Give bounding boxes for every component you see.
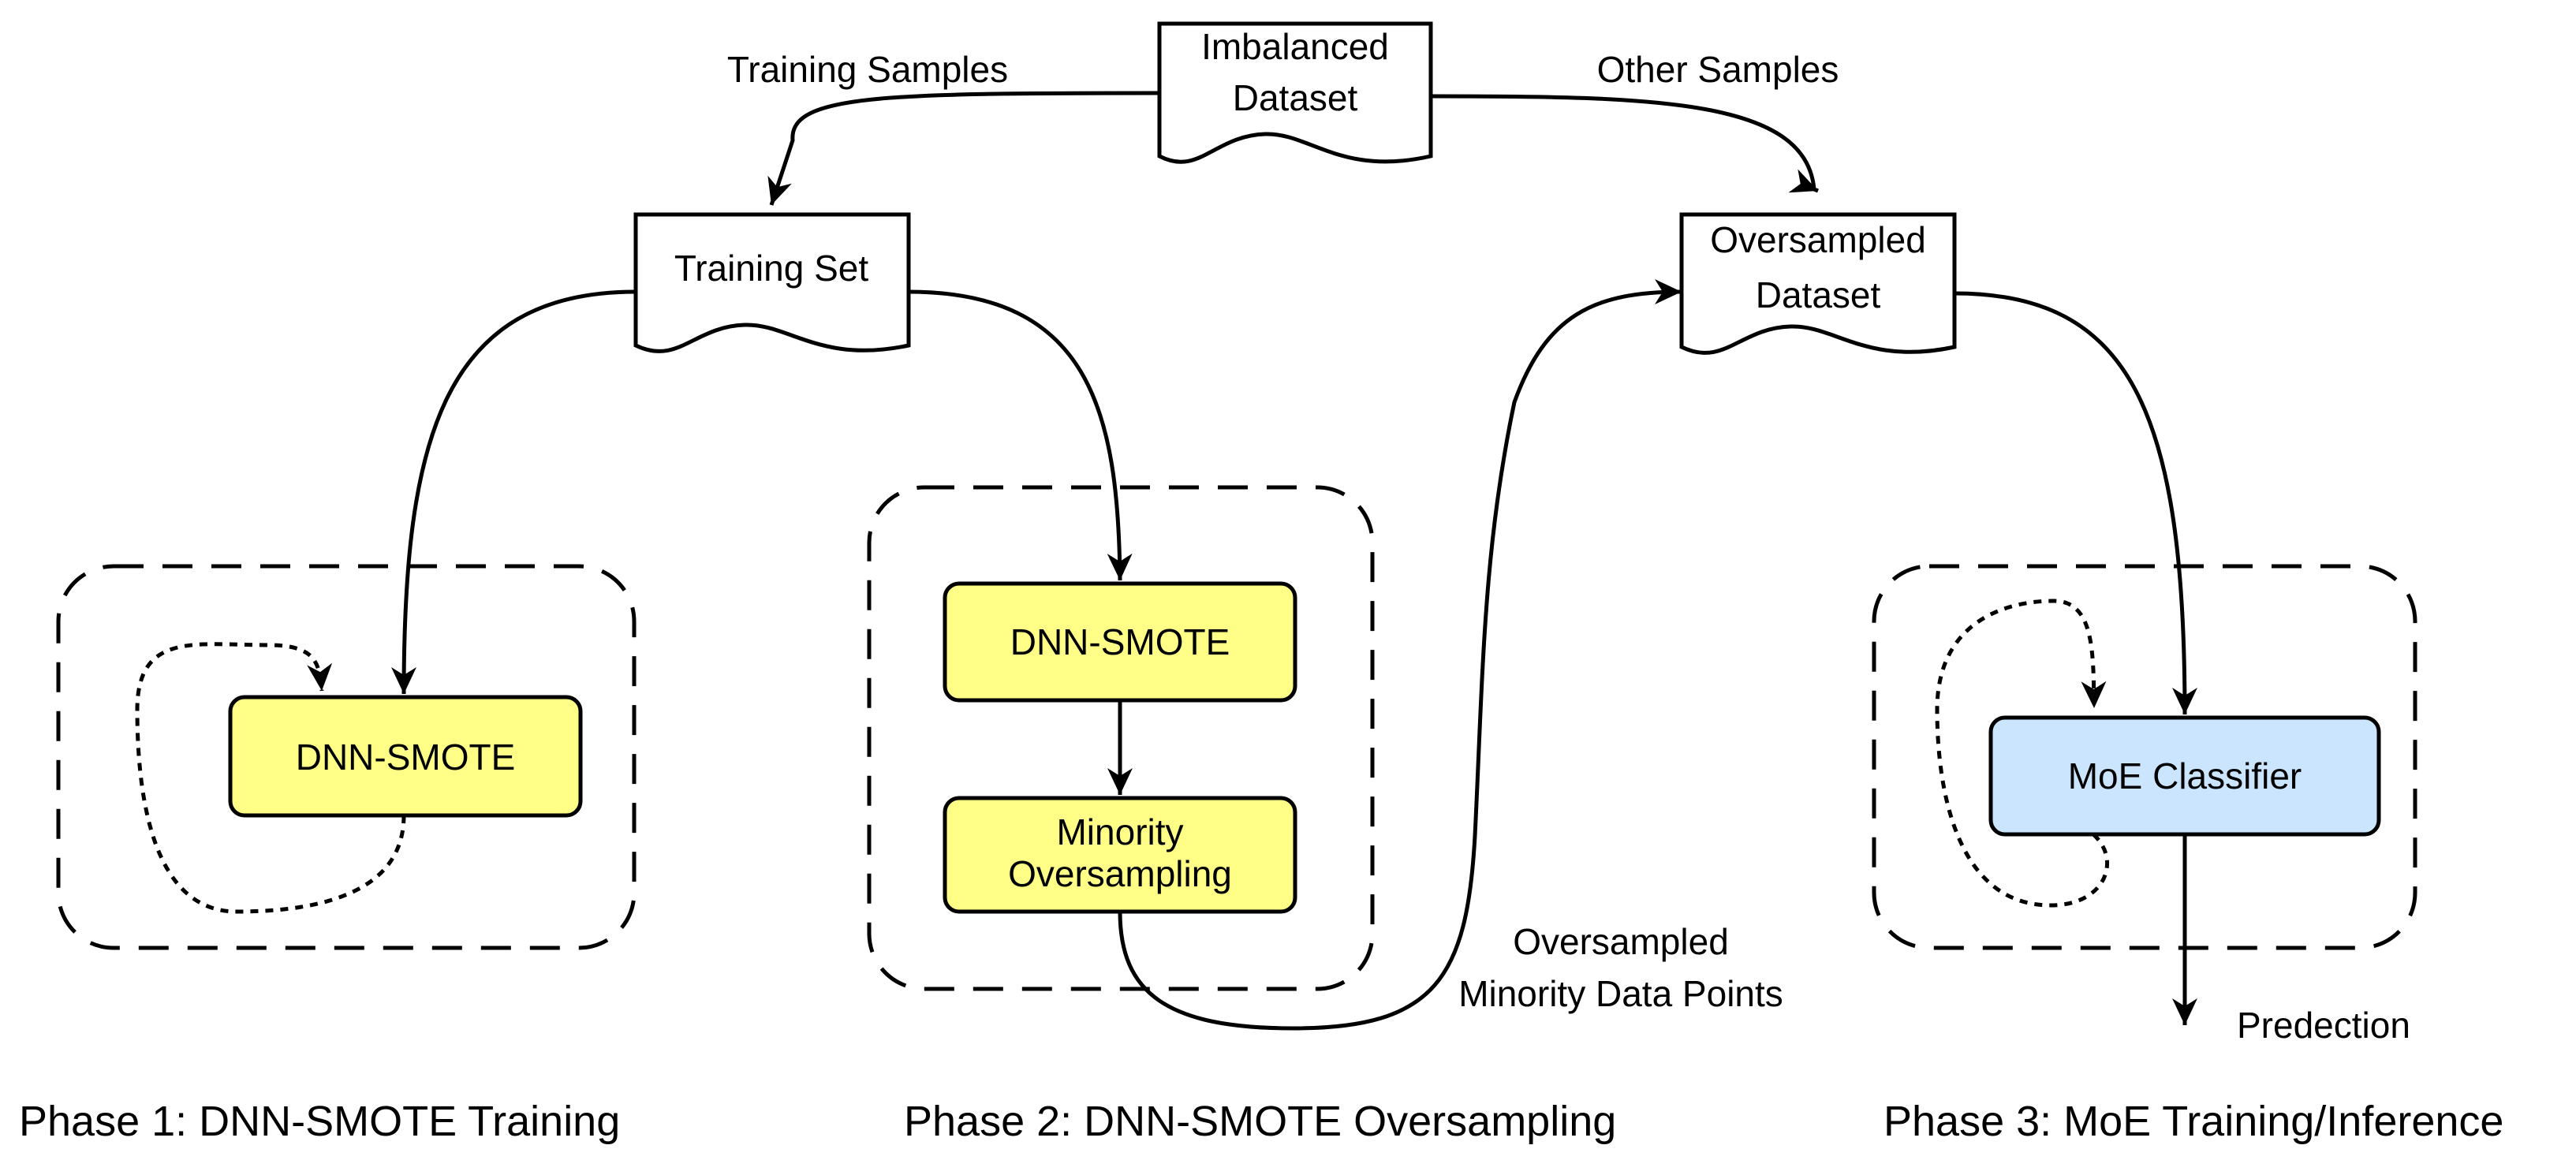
- training-set-node: Training Set: [633, 212, 911, 353]
- loop-phase3-dotted: [1935, 599, 2109, 908]
- edge-oversampled-dataset-to-moe: [1954, 291, 2197, 715]
- minority-oversampling-node: Minority Oversampling: [943, 796, 1297, 914]
- phase1-group: [56, 564, 637, 950]
- edge-training-set-to-phase1: [391, 289, 637, 695]
- prediction-label: Predection: [2237, 1005, 2410, 1046]
- phase2-caption: Phase 2: DNN-SMOTE Oversampling: [904, 1098, 1616, 1145]
- moe-classifier-label: MoE Classifier: [2068, 755, 2302, 796]
- imbalanced-dataset-label-1: Imbalanced: [1201, 26, 1389, 67]
- dnn-smote-phase1-label: DNN-SMOTE: [296, 737, 516, 778]
- training-samples-label: Training Samples: [727, 49, 1008, 90]
- moe-classifier-node: MoE Classifier: [1988, 715, 2381, 837]
- edge-imbalanced-to-training-set: [767, 91, 1160, 206]
- edge-imbalanced-to-oversampled-dataset: [1430, 94, 1819, 193]
- training-set-label: Training Set: [674, 248, 869, 289]
- phase3-caption: Phase 3: MoE Training/Inference: [1883, 1098, 2503, 1145]
- imbalanced-dataset-label-2: Dataset: [1233, 77, 1358, 118]
- minority-oversampling-label-2: Oversampling: [1008, 853, 1232, 894]
- edge-minority-to-oversampled-dataset: [1118, 279, 1682, 1031]
- oversampled-minority-label-2: Minority Data Points: [1458, 973, 1783, 1014]
- oversampled-dataset-label-1: Oversampled: [1710, 219, 1926, 260]
- oversampled-dataset-label-2: Dataset: [1756, 274, 1881, 315]
- minority-oversampling-label-1: Minority: [1056, 811, 1183, 852]
- loop-phase1-dotted: [135, 642, 406, 914]
- phase2-group: [867, 485, 1375, 991]
- dnn-smote-phase2-label: DNN-SMOTE: [1010, 621, 1230, 662]
- edge-training-set-to-phase2: [908, 289, 1133, 581]
- oversampled-minority-label-1: Oversampled: [1513, 921, 1729, 962]
- oversampled-dataset-node: Oversampled Dataset: [1679, 212, 1957, 355]
- dnn-smote-phase2-node: DNN-SMOTE: [943, 581, 1297, 703]
- other-samples-label: Other Samples: [1597, 49, 1839, 90]
- dnn-smote-phase1-node: DNN-SMOTE: [228, 695, 583, 818]
- imbalanced-dataset-node: Imbalanced Dataset: [1157, 21, 1433, 164]
- phase3-group: [1872, 564, 2417, 950]
- phase1-caption: Phase 1: DNN-SMOTE Training: [19, 1098, 620, 1145]
